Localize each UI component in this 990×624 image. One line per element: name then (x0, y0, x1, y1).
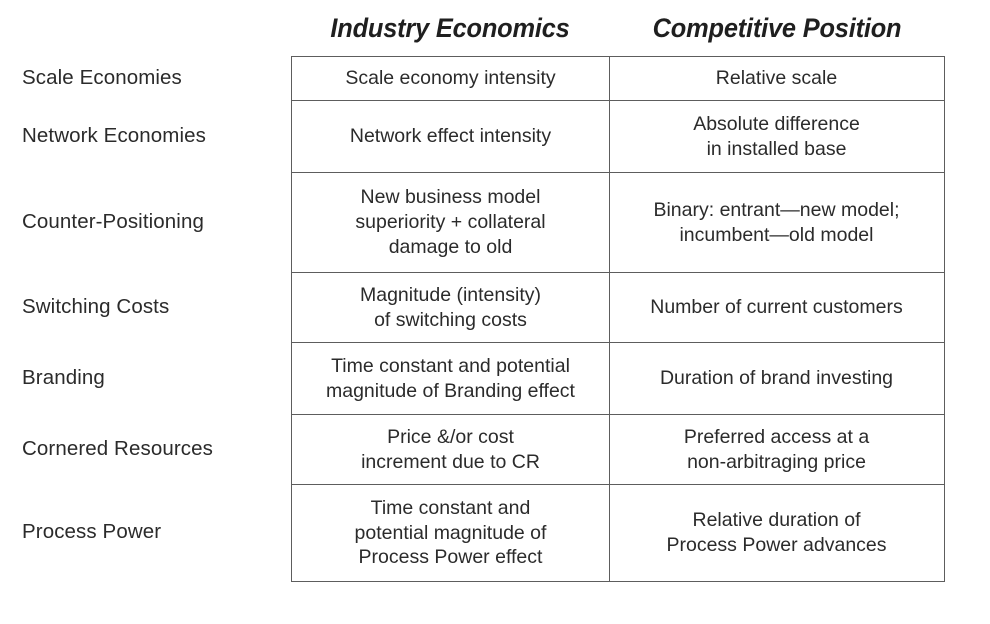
row-label-network-economies: Network Economies (22, 124, 206, 147)
cell-industry-economics: Scale economy intensity (292, 57, 610, 100)
cell-competitive-position: Number of current customers (650, 296, 903, 319)
row-label-counter-positioning: Counter-Positioning (22, 210, 204, 233)
row-label-cornered-resources: Cornered Resources (22, 437, 213, 460)
cell-competitive-position: Absolute difference in installed base (693, 112, 860, 160)
row-label-process-power: Process Power (22, 520, 162, 543)
table-row: Network effect intensity Absolute differ… (292, 101, 944, 173)
cell-competitive-position: Binary: entrant—new model; incumbent—old… (653, 198, 900, 246)
table-row: Time constant and potential magnitude of… (292, 343, 944, 415)
column-header-competitive-position: Competitive Position (652, 12, 902, 43)
row-label-column: Scale Economies Network Economies Counte… (0, 56, 291, 580)
cell-competitive-position: Relative scale (715, 67, 838, 90)
table-row: Time constant and potential magnitude of… (292, 485, 944, 581)
table-row: Price &/or cost increment due to CR Pref… (292, 415, 944, 485)
cell-industry-economics: Time constant and potential magnitude of… (292, 485, 610, 581)
column-header-industry-economics: Industry Economics (330, 12, 570, 43)
table-row: New business model superiority + collate… (292, 173, 944, 273)
cell-industry-economics: New business model superiority + collate… (292, 173, 610, 272)
cell-competitive-position: Preferred access at a non-arbitraging pr… (683, 425, 870, 473)
cell-competitive-position: Relative duration of Process Power advan… (666, 509, 887, 556)
powers-table: Scale economy intensity Relative scale N… (291, 56, 945, 582)
cell-competitive-position: Duration of brand investing (659, 367, 894, 390)
table-row: Magnitude (intensity) of switching costs… (292, 273, 944, 343)
table-grid: Scale Economies Network Economies Counte… (0, 56, 990, 582)
cell-industry-economics: Price &/or cost increment due to CR (292, 415, 610, 484)
cell-industry-economics: Network effect intensity (292, 101, 610, 172)
table-column-headers: Industry Economics Competitive Position (0, 0, 990, 56)
row-label-scale-economies: Scale Economies (22, 66, 182, 89)
row-label-branding: Branding (22, 366, 105, 389)
header-spacer (0, 0, 291, 56)
cell-industry-economics: Magnitude (intensity) of switching costs (292, 273, 610, 342)
row-label-switching-costs: Switching Costs (22, 295, 170, 318)
cell-industry-economics: Time constant and potential magnitude of… (292, 343, 610, 414)
table-row: Scale economy intensity Relative scale (292, 57, 944, 101)
